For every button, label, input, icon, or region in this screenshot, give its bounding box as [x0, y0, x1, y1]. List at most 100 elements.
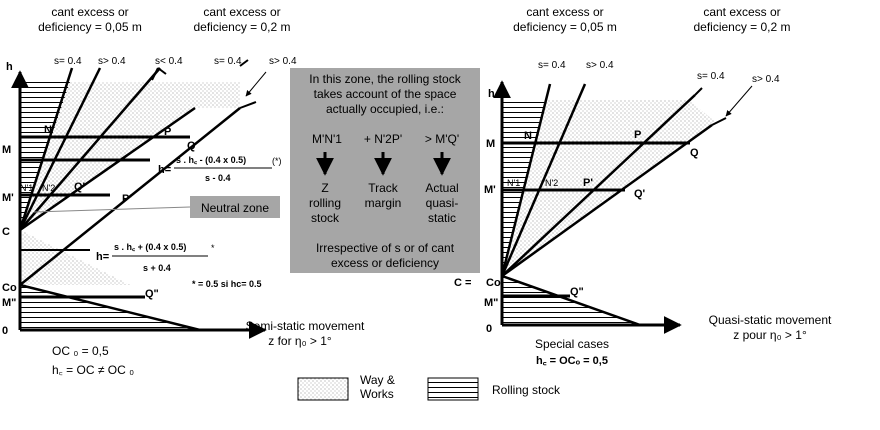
left-label-M-double-prime: M" — [2, 297, 16, 309]
right-diag-4 — [501, 123, 713, 278]
right-point-Q-prime: Q' — [634, 188, 646, 200]
box-intro-1: In this zone, the rolling stock — [309, 72, 461, 86]
box-intro-3: actually occupied, i.e.: — [326, 102, 444, 116]
left-diag-2 — [18, 67, 102, 231]
box-col1-line2: rolling — [309, 196, 341, 210]
left-diag-3 — [19, 67, 161, 231]
formula-bottom-denominator: s + 0.4 — [143, 263, 171, 273]
box-col3-line2: quasi- — [426, 196, 459, 210]
right-label-M-double-prime: M" — [484, 297, 498, 309]
left-point-N: N — [44, 124, 52, 136]
left-way-works-lower — [20, 230, 130, 285]
left-label-N1: N'1 — [20, 183, 33, 193]
header-left-2-line2: deficiency = 0,2 m — [193, 20, 290, 34]
right-diag-2 — [500, 83, 587, 277]
header-right-2-line1: cant excess or — [703, 5, 780, 19]
left-s-label-1: s= 0.4 — [54, 56, 82, 67]
oc-line-1: OC ₀ = 0,5 — [52, 344, 109, 358]
formula-bottom-prefix: h= — [96, 251, 109, 263]
right-point-N: N — [524, 130, 532, 142]
left-point-Q: Q — [187, 140, 196, 152]
right-s-label-1: s= 0.4 — [538, 60, 566, 71]
legend-swatch-rolling-stock — [427, 377, 479, 401]
left-caption-line2: z for η₀ > 1° — [268, 334, 332, 348]
right-caption-quasi-1: Quasi-static movement — [709, 313, 832, 327]
right-point-Q: Q — [690, 147, 699, 159]
box-formula-term-3: > M'Q' — [425, 132, 459, 146]
left-diag-5 — [19, 107, 241, 286]
right-label-Co: Co — [486, 277, 501, 289]
header-right-2-line2: deficiency = 0,2 m — [693, 20, 790, 34]
formula-bottom-suffix: * — [211, 243, 215, 253]
left-top-arrow-2 — [239, 59, 257, 109]
legend: Way & Works Rolling stock — [297, 373, 561, 401]
header-right-1-line2: deficiency = 0,05 m — [513, 20, 617, 34]
left-point-P-prime: P' — [122, 193, 132, 205]
right-diag-lower — [501, 274, 641, 327]
legend-way-works-line2: Works — [360, 387, 394, 401]
right-label-C: C = — [454, 277, 471, 289]
header-left-1-line2: deficiency = 0,05 m — [38, 20, 142, 34]
header-left-2-line1: cant excess or — [203, 5, 280, 19]
left-diag-lower — [19, 283, 201, 332]
right-caption-quasi-2: z pour η₀ > 1° — [733, 328, 807, 342]
right-point-N1: N'1 — [507, 178, 520, 188]
box-intro-2: takes account of the space — [314, 87, 457, 101]
left-caption-line1: Semi-static movement — [246, 319, 365, 333]
neutral-zone-pointer — [33, 206, 191, 213]
oc-line-2: h꜀ = OC ≠ OC ₀ — [52, 363, 134, 377]
right-diag-3 — [501, 94, 696, 277]
box-outro-1: Irrespective of s or of cant — [316, 241, 455, 255]
neutral-zone-label: Neutral zone — [201, 201, 269, 215]
left-point-P: P — [164, 126, 171, 138]
left-label-M-prime: M' — [2, 192, 14, 204]
box-col1-line3: stock — [311, 211, 340, 225]
header-left-1-line1: cant excess or — [51, 5, 128, 19]
right-caption-special-2: h꜀ = OCₒ = 0,5 — [536, 355, 608, 367]
left-diag-1 — [18, 67, 74, 231]
box-col3-line3: static — [428, 211, 456, 225]
left-label-0: 0 — [2, 325, 8, 337]
left-top-arrow-1 — [151, 67, 167, 81]
right-s-label-4: s> 0.4 — [752, 74, 780, 85]
left-point-Q-double-prime: Q" — [145, 288, 159, 300]
left-label-h: h — [6, 61, 13, 73]
right-top-arrows — [694, 87, 727, 126]
right-diag-1 — [500, 83, 552, 277]
formula-top-numerator: s . h꜀ - (0.4 x 0.5) — [176, 155, 246, 165]
right-s-label-2: s> 0.4 — [586, 60, 614, 71]
right-point-N2: N'2 — [545, 178, 558, 188]
right-point-Q-double-prime: Q" — [570, 286, 584, 298]
right-label-h: h — [488, 88, 495, 100]
header-right-1-line1: cant excess or — [526, 5, 603, 19]
box-col2-line2: margin — [365, 196, 402, 210]
left-pointer-s-gt — [245, 71, 267, 97]
box-formula-term-2: + N'2P' — [364, 132, 402, 146]
box-outro-2: excess or deficiency — [331, 256, 439, 270]
left-s-label-2: s> 0.4 — [98, 56, 126, 67]
box-formula-term-1: M'N'1 — [312, 132, 342, 146]
left-s-label-5: s> 0.4 — [269, 56, 297, 67]
box-col1-line1: Z — [321, 181, 328, 195]
right-pointer-s-gt — [725, 85, 753, 117]
formula-top-suffix: (*) — [272, 156, 282, 166]
right-label-M-prime: M' — [484, 184, 496, 196]
right-diagram: s= 0.4 s> 0.4 s= 0.4 s> 0.4 h M M' C = C… — [454, 60, 832, 367]
right-label-0: 0 — [486, 323, 492, 335]
left-label-C: C — [2, 226, 10, 238]
box-col3-line1: Actual — [425, 181, 458, 195]
formula-top-prefix: h= — [158, 164, 171, 176]
neutral-zone-box — [190, 196, 280, 218]
formula-bottom-numerator: s . h꜀ + (0.4 x 0.5) — [114, 242, 186, 252]
left-point-Q-prime: Q' — [74, 181, 86, 193]
left-point-N2: N'2 — [42, 183, 55, 193]
left-s-label-4: s= 0.4 — [214, 56, 242, 67]
right-point-P: P — [634, 129, 641, 141]
left-label-M: M — [2, 144, 11, 156]
right-s-label-3: s= 0.4 — [697, 71, 725, 82]
left-label-Co: Co — [2, 282, 17, 294]
left-s-label-3: s< 0.4 — [155, 56, 183, 67]
formula-top-denominator: s - 0.4 — [205, 173, 231, 183]
